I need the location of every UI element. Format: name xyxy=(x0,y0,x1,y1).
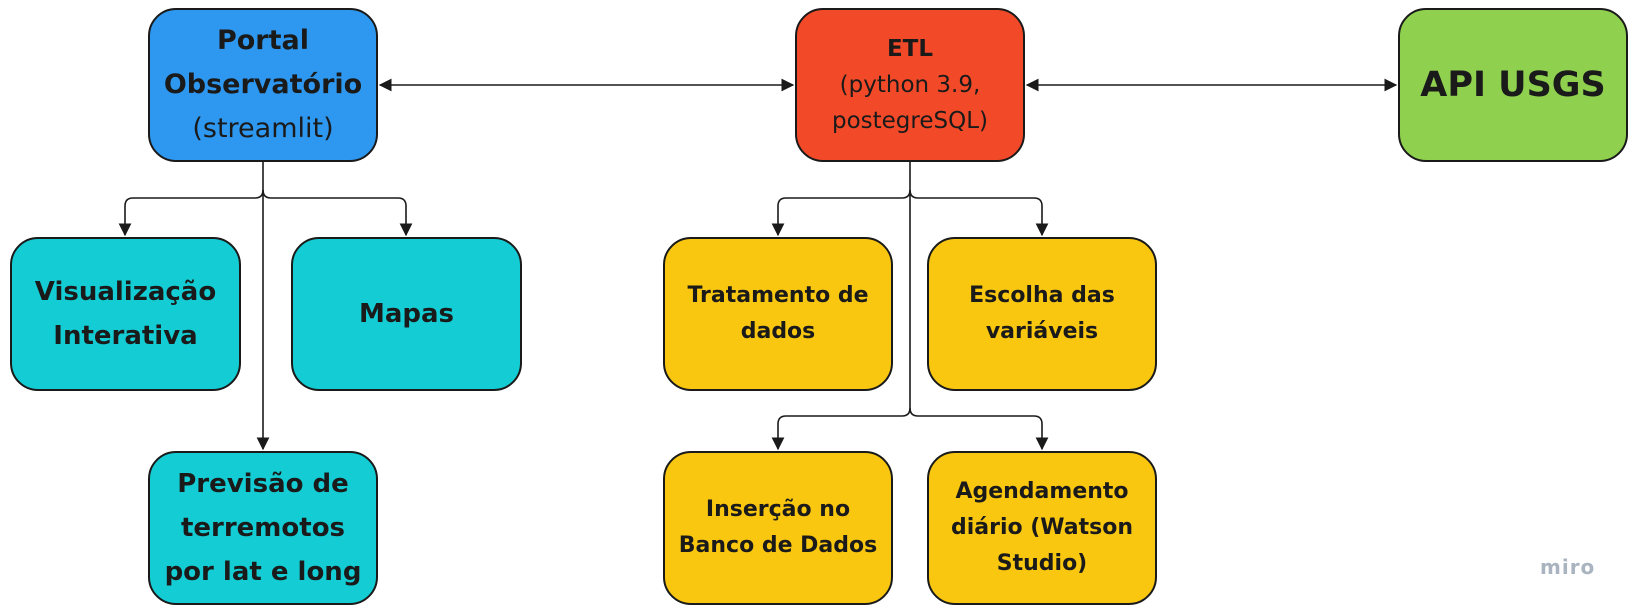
node-visualizacao-interativa[interactable]: Visualização Interativa xyxy=(10,237,241,391)
node-agendamento-line1: Agendamento xyxy=(955,479,1129,504)
node-insercao-line2: Banco de Dados xyxy=(678,533,878,558)
node-insercao-banco[interactable]: Inserção no Banco de Dados xyxy=(663,451,893,605)
node-previsao-line2: terremotos xyxy=(180,513,346,543)
edge-etl-tratamento xyxy=(771,189,911,237)
node-api-usgs[interactable]: API USGS xyxy=(1398,8,1628,162)
node-previsao-line1: Previsão de xyxy=(177,469,349,499)
node-escolha-line2: variáveis xyxy=(985,319,1099,344)
node-mapas-label: Mapas xyxy=(358,299,455,329)
node-portal-line1: Portal xyxy=(216,25,310,56)
node-api-label: API USGS xyxy=(1420,65,1606,105)
node-tratamento-line1: Tratamento de xyxy=(687,283,869,308)
node-agendamento-line2: diário (Watson xyxy=(950,515,1134,540)
edge-etl-insercao xyxy=(771,407,911,451)
node-portal-line2: Observatório xyxy=(163,69,363,100)
edge-portal-mapas xyxy=(262,189,413,237)
node-previsao-line3: por lat e long xyxy=(164,557,362,587)
miro-watermark: miro xyxy=(1540,555,1596,579)
node-escolha-line1: Escolha das xyxy=(969,283,1115,308)
edge-etl-agendamento xyxy=(909,407,1049,451)
node-etl-line3: postegreSQL) xyxy=(831,108,988,134)
edge-portal-visualizacao xyxy=(118,189,264,237)
node-agendamento-diario[interactable]: Agendamento diário (Watson Studio) xyxy=(927,451,1157,605)
node-tratamento-line2: dados xyxy=(740,319,816,344)
node-visualizacao-line1: Visualização xyxy=(34,277,217,307)
node-previsao-terremotos[interactable]: Previsão de terremotos por lat e long xyxy=(148,451,378,605)
node-mapas[interactable]: Mapas xyxy=(291,237,522,391)
node-etl[interactable]: ETL (python 3.9, postegreSQL) xyxy=(795,8,1025,162)
node-etl-line2: (python 3.9, xyxy=(839,72,981,98)
node-insercao-line1: Inserção no xyxy=(705,497,851,522)
node-agendamento-line3: Studio) xyxy=(996,551,1088,576)
node-portal-observatorio[interactable]: Portal Observatório (streamlit) xyxy=(148,8,378,162)
node-portal-line3: (streamlit) xyxy=(192,113,334,144)
node-visualizacao-line2: Interativa xyxy=(53,321,198,351)
node-escolha-variaveis[interactable]: Escolha das variáveis xyxy=(927,237,1157,391)
edge-etl-escolha xyxy=(909,189,1049,237)
node-etl-line1: ETL xyxy=(886,36,934,62)
node-tratamento-dados[interactable]: Tratamento de dados xyxy=(663,237,893,391)
